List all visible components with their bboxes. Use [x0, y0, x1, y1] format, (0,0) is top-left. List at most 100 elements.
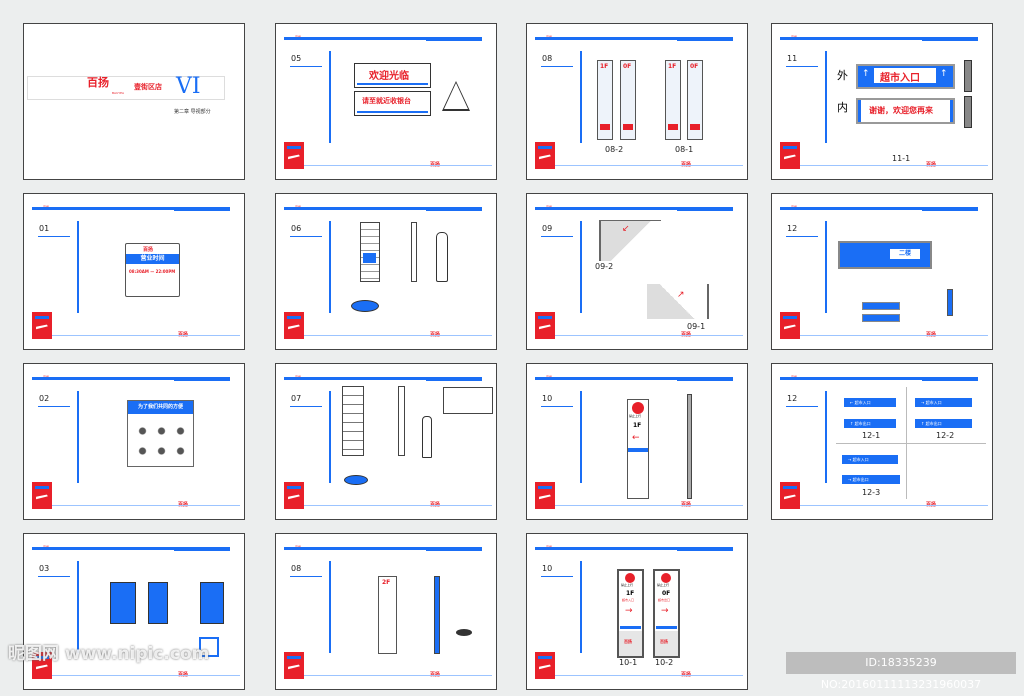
arrow-up-icon: ↑ — [940, 69, 948, 79]
floor-label: 1F — [600, 63, 609, 70]
sign-thanks: 谢谢，欢迎您再来 — [856, 98, 955, 124]
pole — [947, 289, 953, 316]
sign-exit: ↑ 超市出口 — [844, 419, 896, 428]
cover-band — [27, 76, 225, 100]
page-05[interactable]: 百扬百扬 05 欢迎光临 请至就近收银台 — [275, 23, 497, 180]
floor-label: 1F — [626, 590, 635, 597]
page-10-pillars[interactable]: 百扬百扬 10 禁止上行 1F 超市入口 → 百扬 禁止上行 0F 超市出口 →… — [526, 533, 748, 690]
floor-label: 2F — [382, 579, 391, 586]
page-10-stand[interactable]: 百扬百扬 10 禁止上行 1F ← — [526, 363, 748, 520]
header-bar-accent — [174, 210, 230, 211]
figure-label: 09-1 — [687, 322, 706, 331]
lightbox-sign — [110, 582, 136, 624]
header-bar-accent — [174, 550, 230, 551]
header-bar-accent — [922, 380, 978, 381]
page-08-column[interactable]: 百扬百扬 08 2F — [275, 533, 497, 690]
page-number: 02 — [39, 394, 50, 403]
divider-line — [77, 391, 79, 483]
divider-line — [77, 221, 79, 313]
header-bar-accent — [677, 380, 733, 381]
arrow-icon: ↗ — [677, 290, 685, 300]
sign-entry: → 超市入口 — [915, 398, 972, 407]
no-up-text: 禁止上行 — [657, 583, 670, 587]
page-03[interactable]: 百扬百扬 03 — [23, 533, 245, 690]
page-number: 01 — [39, 224, 50, 233]
page-02[interactable]: 百扬百扬 02 为了我们共同的方便 — [23, 363, 245, 520]
header-bar — [535, 547, 733, 550]
notice-title: 为了我们共同的方便 — [128, 401, 193, 414]
brand-mark-icon — [535, 312, 555, 339]
floor-label: 1F — [668, 63, 677, 70]
sign-text: 请至就近收银台 — [362, 97, 411, 105]
sign-entry: → 超市入口 — [842, 455, 898, 464]
page-08-pillars[interactable]: 百扬百扬 08 1F 0F 1F 0F 08-2 08-1 — [526, 23, 748, 180]
divider-line — [825, 221, 827, 313]
no-entry-icon — [625, 573, 635, 583]
page-06[interactable]: 百扬百扬 06 — [275, 193, 497, 350]
sign-text: 超市出口 — [658, 598, 671, 602]
brand-mark-icon — [32, 482, 52, 509]
lightbox-sign — [200, 582, 224, 624]
lightbox-sign — [148, 582, 168, 624]
brand-logo: 百扬 — [143, 247, 154, 253]
shelf-unit — [342, 386, 364, 456]
footer-line — [302, 165, 492, 166]
page-number: 09 — [542, 224, 553, 233]
page-01[interactable]: 百扬百扬 01 百扬 营业时间 08:30AM — 22:00PM — [23, 193, 245, 350]
stand-base — [351, 300, 379, 312]
header-bar — [535, 37, 733, 40]
number-underline — [541, 236, 573, 237]
arrow-right-icon: → — [661, 606, 669, 616]
no-entry-stand: 禁止上行 1F ← — [627, 399, 649, 499]
column-base — [456, 629, 472, 636]
pillar-1f: 1F — [597, 60, 613, 140]
header-bar-accent — [426, 40, 482, 41]
sign-entry: ← 超市入口 — [844, 398, 896, 407]
sign-text: 超市入口 — [880, 73, 920, 84]
display-stand — [360, 222, 380, 282]
page-09[interactable]: 百扬百扬 09 ↙ 09-2 ↗ 09-1 — [526, 193, 748, 350]
page-12-signs[interactable]: 百扬百扬 12 ← 超市入口 ↑ 超市出口 12-1 → 超市入口 ↑ 超市出口… — [771, 363, 993, 520]
page-number: 03 — [39, 564, 50, 573]
corner-sign-1 — [599, 220, 661, 261]
arrow-icon: ↙ — [622, 224, 630, 234]
floor-label: 0F — [690, 63, 699, 70]
header-bar — [780, 207, 978, 210]
stand-side — [411, 222, 417, 282]
brand-mark-icon — [284, 652, 304, 679]
brand-mark-icon — [284, 142, 304, 169]
footer-line — [798, 335, 988, 336]
page-12-hanging[interactable]: 百扬百扬 12 二楼 — [771, 193, 993, 350]
small-sign — [862, 302, 900, 310]
arrow-up-icon: ↑ — [921, 421, 926, 426]
number-underline — [290, 406, 322, 407]
divider-line — [329, 221, 331, 313]
brand-mark-icon — [780, 142, 800, 169]
header-bar — [535, 207, 733, 210]
page-number: 12 — [787, 394, 798, 403]
page-11[interactable]: 百扬百扬 11 外 内 超市入口 ↑ ↑ 谢谢，欢迎您再来 11-1 — [771, 23, 993, 180]
divider-line — [825, 391, 827, 483]
divider-line — [329, 391, 331, 483]
stand-side — [687, 394, 692, 499]
brand-mark-icon — [535, 142, 555, 169]
cover-page[interactable]: 百扬 BAUYEA 壹街区店 VI 第二章 导视部分 — [23, 23, 245, 180]
header-bar — [284, 37, 482, 40]
pillar-0f: 0F — [687, 60, 703, 140]
header-bar — [780, 377, 978, 380]
page-number: 11 — [787, 54, 798, 63]
brand-mark-icon — [535, 482, 555, 509]
no-entry-icon — [661, 573, 671, 583]
sign-checkout: 请至就近收银台 — [354, 91, 431, 116]
hours-title: 营业时间 — [126, 254, 179, 264]
brand-logo: 百扬 — [624, 639, 632, 644]
sign-exit: ↑ 超市出口 — [915, 419, 972, 428]
no-up-text: 禁止上行 — [629, 414, 642, 418]
inner-label: 内 — [837, 101, 848, 114]
arrow-up-icon: ↑ — [862, 69, 870, 79]
arrow-left-icon: ← — [850, 400, 855, 405]
page-07[interactable]: 百扬百扬 07 — [275, 363, 497, 520]
header-bar-accent — [677, 210, 733, 211]
floor-label: 1F — [633, 422, 642, 429]
brand-logo: 百扬 — [87, 76, 109, 89]
